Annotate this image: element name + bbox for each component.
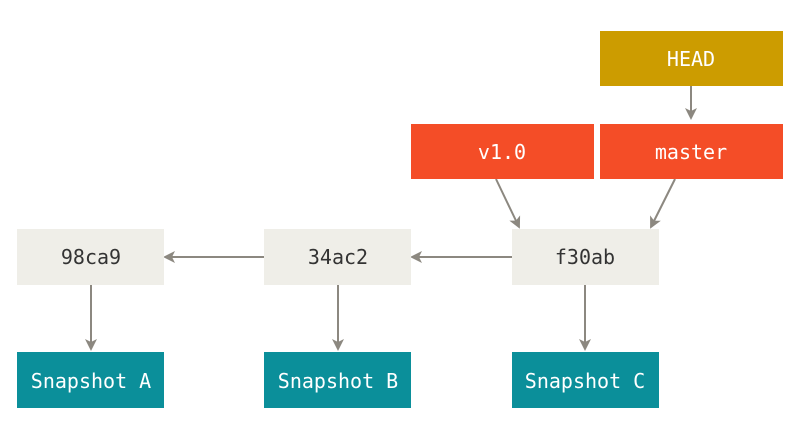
snapshot-c: Snapshot C	[512, 352, 659, 408]
commit-34ac2: 34ac2	[264, 229, 411, 285]
commit-f30ab-label: f30ab	[555, 245, 615, 269]
commit-98ca9: 98ca9	[17, 229, 164, 285]
commit-98ca9-label: 98ca9	[61, 245, 121, 269]
tag-v1-label: v1.0	[478, 140, 526, 164]
branch-master-label: master	[655, 140, 727, 164]
snapshot-a: Snapshot A	[17, 352, 164, 408]
snapshot-c-box	[512, 352, 659, 408]
head-box	[600, 31, 783, 86]
commit-34ac2-label: 34ac2	[308, 245, 368, 269]
snapshot-b-label: Snapshot B	[278, 369, 398, 393]
commit-f30ab-box	[512, 229, 659, 285]
commit-34ac2-box	[264, 229, 411, 285]
commit-98ca9-box	[17, 229, 164, 285]
tag-v1-box	[411, 124, 594, 179]
snapshot-c-label: Snapshot C	[525, 369, 645, 393]
branch-master-box	[600, 124, 783, 179]
branch-master: master	[600, 124, 783, 179]
snapshot-b: Snapshot B	[264, 352, 411, 408]
commit-f30ab: f30ab	[512, 229, 659, 285]
snapshot-b-box	[264, 352, 411, 408]
tag-v1: v1.0	[411, 124, 594, 179]
arrow-v1-to-f30ab	[495, 178, 521, 229]
snapshot-a-box	[17, 352, 164, 408]
head-pointer: HEAD	[600, 31, 783, 86]
arrow-master-to-f30ab	[650, 178, 676, 229]
head-label: HEAD	[667, 47, 715, 71]
arrows	[85, 86, 697, 351]
snapshot-a-label: Snapshot A	[31, 369, 151, 393]
